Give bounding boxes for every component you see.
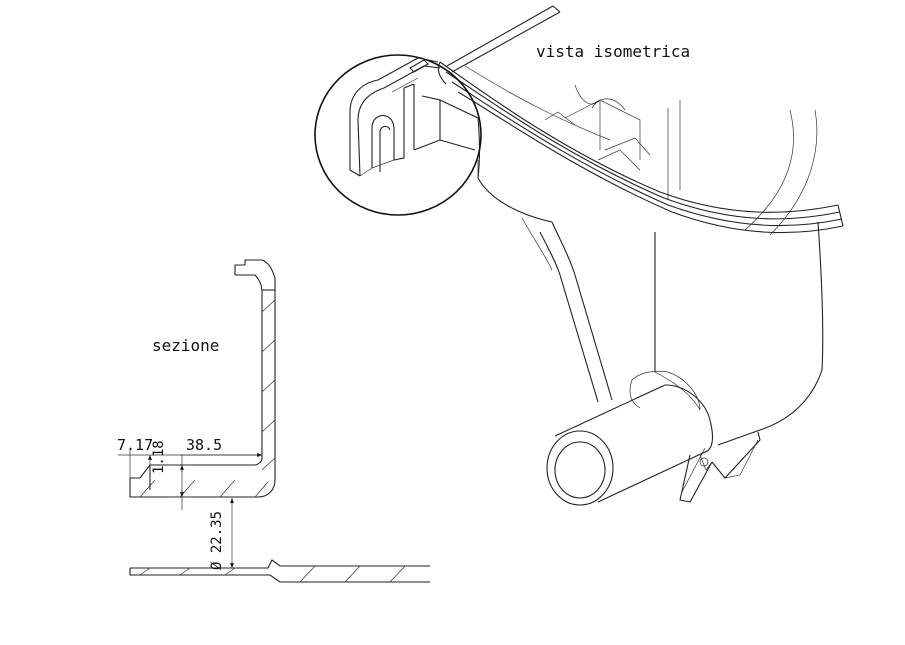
dimension-1-18: 1.18 (151, 440, 167, 474)
detail-circle (314, 54, 482, 216)
dimension-lines (118, 450, 262, 568)
isometric-view (314, 5, 844, 506)
dimension-38-5: 38.5 (186, 436, 223, 454)
detail-callout (314, 54, 482, 216)
section-bottom (129, 457, 276, 498)
section-hatch-wall (261, 299, 276, 471)
dimension-7-17: 7.17 (117, 436, 154, 454)
iso-inner-details (544, 84, 818, 236)
section-lip (234, 259, 276, 480)
iso-rod (446, 5, 561, 73)
detail-hook (349, 57, 479, 177)
iso-rim (437, 61, 844, 234)
iso-body (477, 117, 824, 446)
section-base (129, 559, 430, 583)
dimension-diameter-22-35: Ø 22.35 (209, 510, 225, 570)
section-view (118, 259, 430, 583)
iso-clip (679, 431, 761, 503)
iso-spout (546, 370, 714, 506)
section-label: sezione (152, 336, 220, 355)
isometric-view-label: vista isometrica (536, 42, 691, 61)
